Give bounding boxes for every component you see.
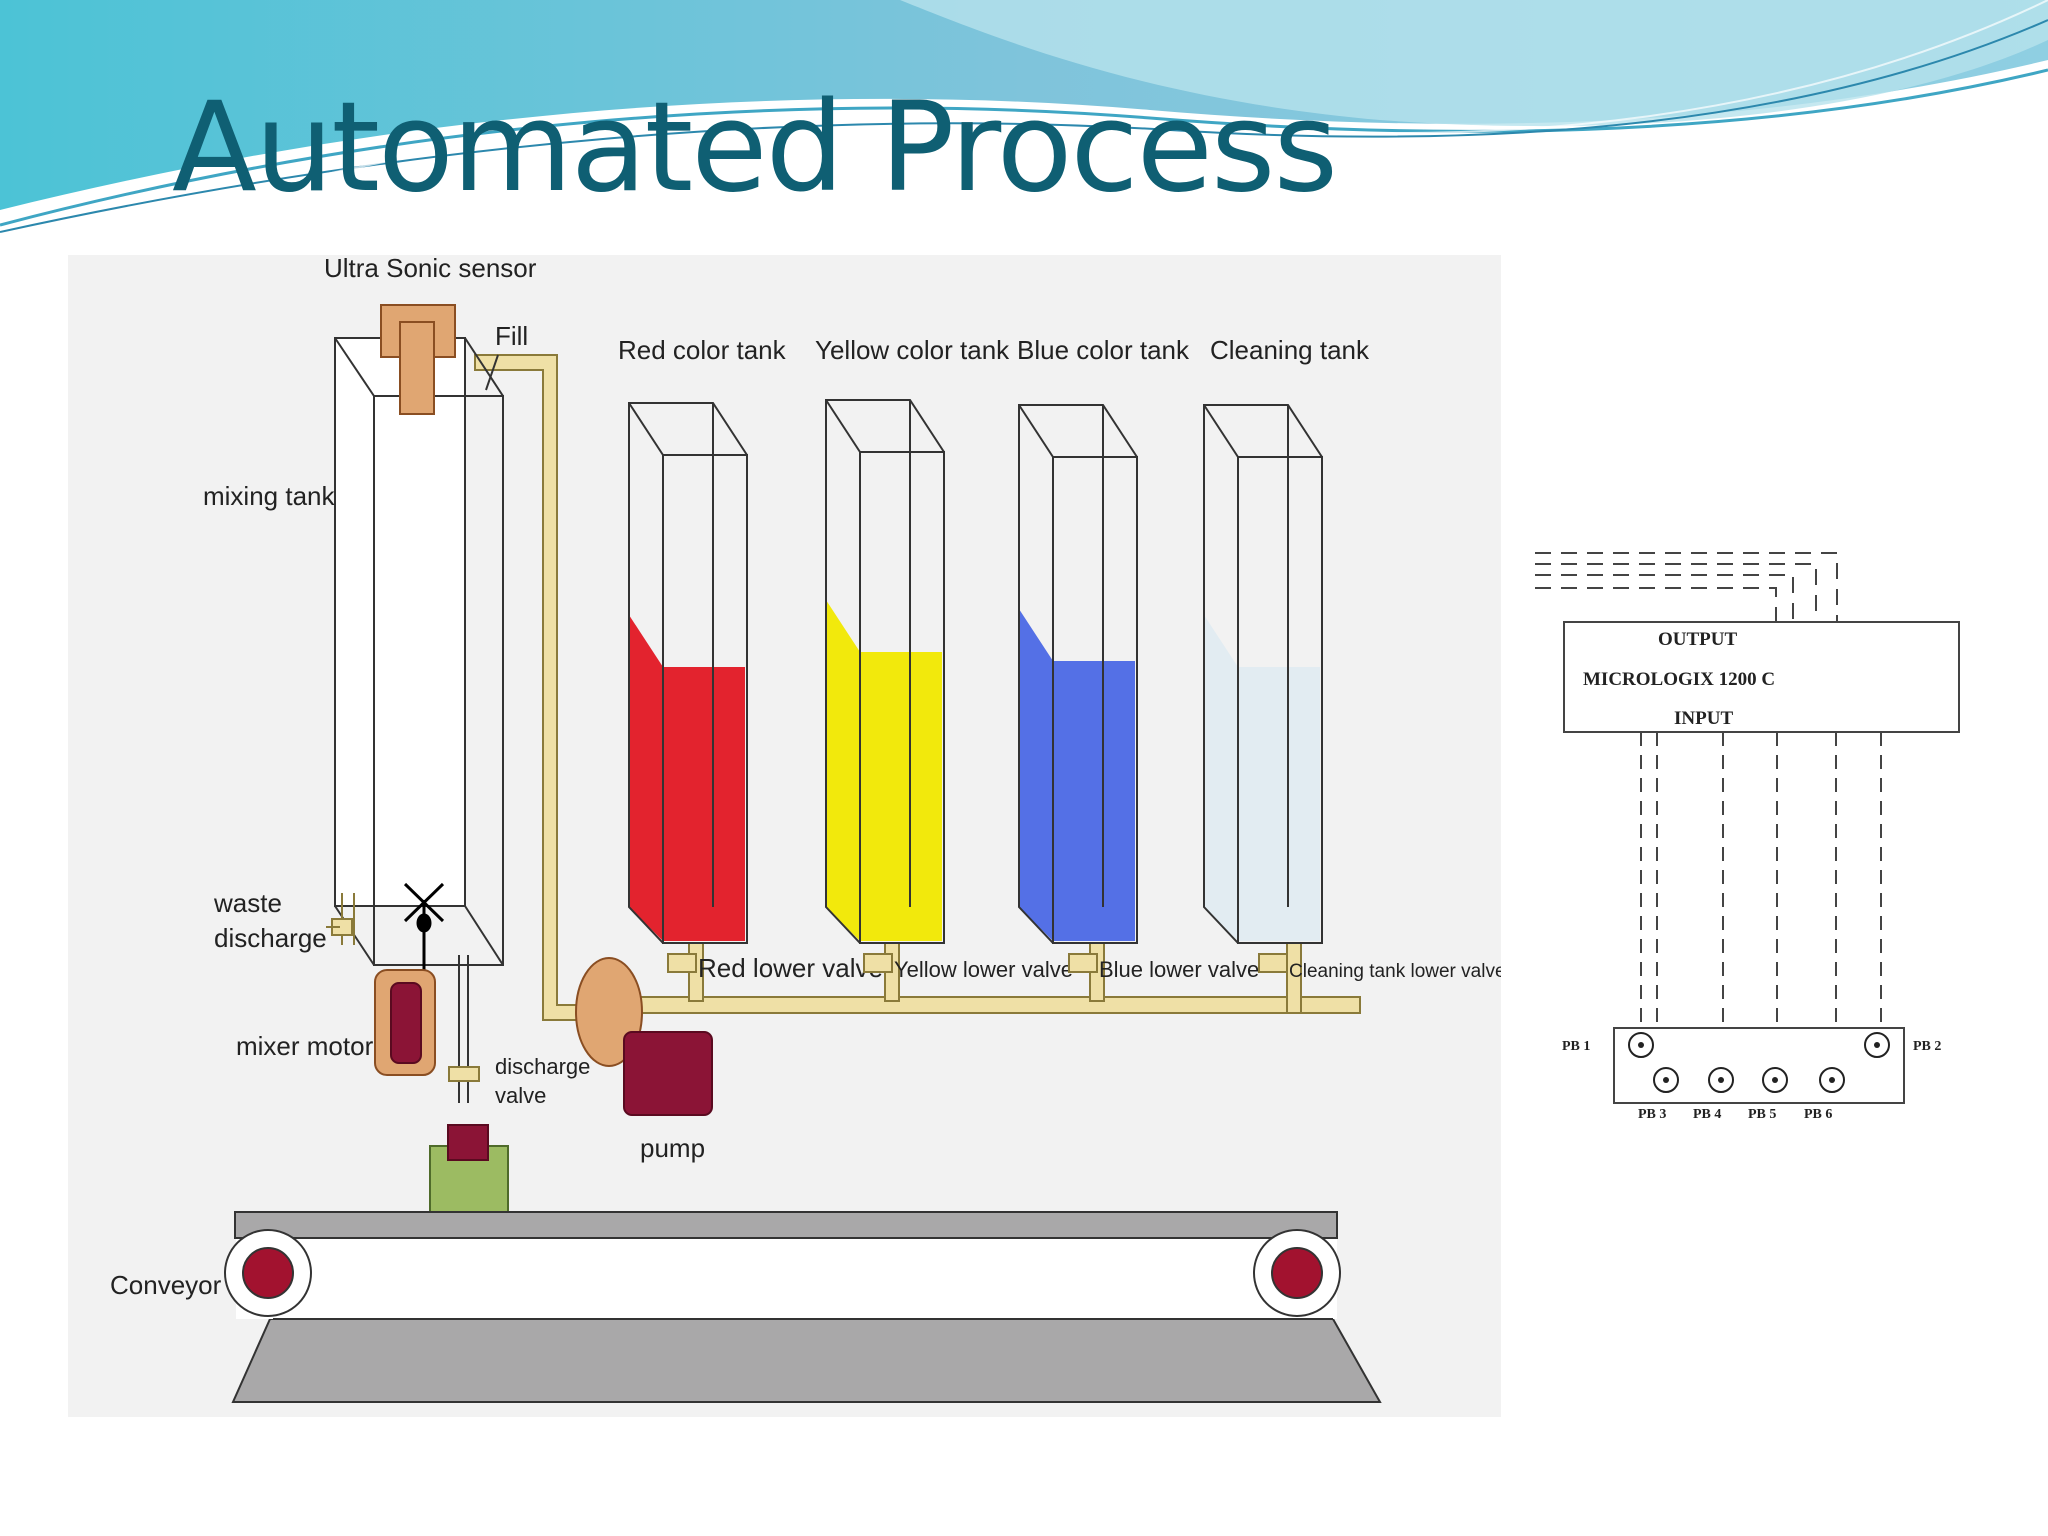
waste-discharge-label-line2: discharge — [214, 923, 327, 953]
plc-box — [1563, 621, 1960, 733]
tank-edge — [1018, 404, 1054, 458]
pb6-label: PB 6 — [1804, 1107, 1832, 1122]
tank-liquid — [629, 615, 745, 941]
fill-label: Fill — [495, 321, 528, 351]
discharge-valve-label-line1: discharge — [495, 1054, 590, 1079]
ultrasonic-sensor — [380, 304, 456, 415]
pushbutton-pb4[interactable] — [1708, 1067, 1734, 1093]
tank-lower-valve — [667, 953, 697, 973]
mixer-motor — [374, 969, 436, 1076]
tank-lower-valve — [1068, 953, 1098, 973]
tank-front-face — [1237, 456, 1323, 944]
tank-valve-label: Cleaning tank lower valve — [1289, 961, 1501, 982]
mixer-motor-label: mixer motor — [236, 1031, 374, 1061]
mixing-tank-label: mixing tank — [203, 481, 335, 511]
tank-edge — [1203, 404, 1239, 458]
tank-label: Red color tank — [618, 335, 787, 365]
discharge-valve-label-line2: valve — [495, 1083, 546, 1108]
plc-diagram: OUTPUT MICROLOGIX 1200 C INPUT PB 1 PB 2… — [1530, 540, 2008, 1135]
plc-model-label: MICROLOGIX 1200 C — [1583, 669, 1775, 690]
pushbutton-panel — [1613, 1027, 1905, 1104]
conveyor-label: Conveyor — [110, 1270, 222, 1300]
plc-output-label: OUTPUT — [1658, 629, 1738, 650]
pb1-label: PB 1 — [1562, 1039, 1590, 1054]
tank-valve-label: Blue lower valve — [1099, 957, 1259, 982]
pb2-label: PB 2 — [1913, 1039, 1941, 1054]
pushbutton-pb2[interactable] — [1864, 1032, 1890, 1058]
tank-edge — [628, 402, 664, 456]
pb5-label: PB 5 — [1748, 1107, 1776, 1122]
tank-front-face — [1052, 456, 1138, 944]
tank-label: Blue color tank — [1017, 335, 1190, 365]
slide-title: Automated Process — [172, 76, 1338, 220]
plc-output-wiring — [1535, 552, 1838, 622]
tank-lower-valve — [863, 953, 893, 973]
tank-valve-label: Red lower valve — [698, 953, 883, 983]
tank-front-face — [859, 451, 945, 944]
discharge-valve — [448, 955, 480, 1103]
plc-input-label: INPUT — [1674, 708, 1733, 729]
header-wave — [0, 0, 2048, 233]
pb3-label: PB 3 — [1638, 1107, 1666, 1122]
pushbutton-pb5[interactable] — [1762, 1067, 1788, 1093]
waste-discharge-valve — [326, 893, 355, 945]
pushbutton-pb3[interactable] — [1653, 1067, 1679, 1093]
pump — [575, 957, 713, 1116]
tank-valve-label: Yellow lower valve — [894, 957, 1073, 982]
tank-liquid — [1204, 615, 1320, 941]
waste-discharge-label-line1: waste — [213, 888, 282, 918]
tank-lower-valve — [1258, 953, 1288, 973]
pushbutton-pb1[interactable] — [1628, 1032, 1654, 1058]
ultrasonic-sensor-label: Ultra Sonic sensor — [324, 255, 537, 283]
plc-input-wiring — [1640, 732, 1882, 1065]
pump-label: pump — [640, 1133, 705, 1163]
tank-front-face — [662, 454, 748, 944]
mixing-tank — [334, 337, 504, 966]
tank-liquid — [826, 600, 942, 941]
tank-label: Cleaning tank — [1210, 335, 1370, 365]
conveyor — [224, 1211, 1382, 1403]
tank-liquid — [1019, 609, 1135, 941]
tank-label: Yellow color tank — [815, 335, 1010, 365]
pushbutton-pb6[interactable] — [1819, 1067, 1845, 1093]
tank-edge — [825, 399, 861, 453]
pb4-label: PB 4 — [1693, 1107, 1721, 1122]
